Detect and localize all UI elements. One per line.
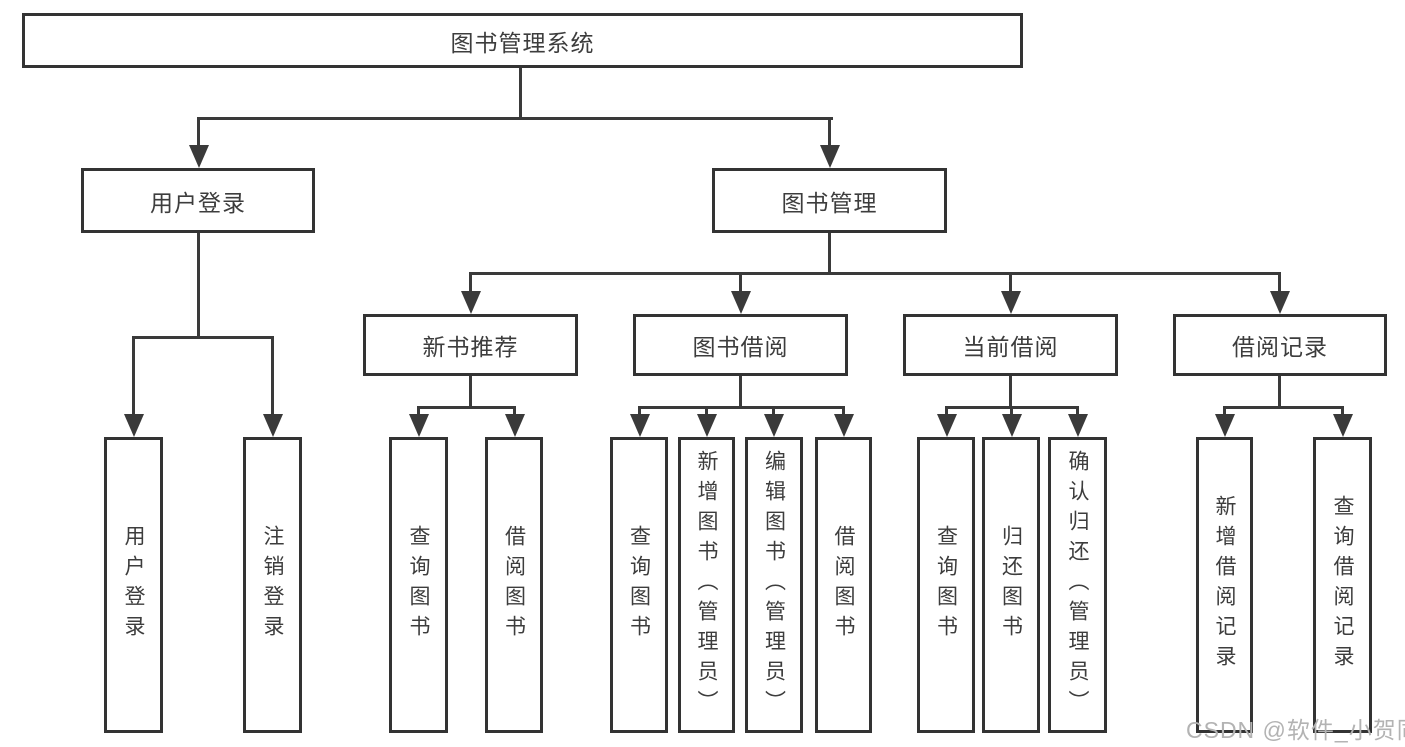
node-root: 图书管理系统 <box>22 13 1023 68</box>
node-book-borrow-label: 图书借阅 <box>692 334 789 360</box>
connector-line <box>417 406 516 409</box>
leaf-cb-confirm-return-label: 确认归还（管理员） <box>1066 450 1089 720</box>
connector-line <box>469 376 472 409</box>
arrow-down-icon <box>1002 414 1022 437</box>
arrow-down-icon <box>697 414 717 437</box>
connector-line <box>1341 406 1344 418</box>
leaf-nbr-borrow-book: 借阅图书 <box>485 437 543 733</box>
leaf-bb-add-book: 新增图书（管理员） <box>678 437 735 733</box>
arrow-down-icon <box>1215 414 1235 437</box>
connector-line <box>469 272 472 294</box>
connector-line <box>1009 376 1012 409</box>
leaf-bb-add-book-label: 新增图书（管理员） <box>695 450 718 720</box>
connector-line <box>828 117 831 149</box>
connector-line <box>132 336 135 416</box>
connector-line <box>197 117 200 149</box>
connector-line <box>469 272 1281 275</box>
node-user-login: 用户登录 <box>81 168 315 233</box>
leaf-bb-query-book: 查询图书 <box>610 437 668 733</box>
leaf-bb-edit-book: 编辑图书（管理员） <box>745 437 803 733</box>
connector-line <box>1223 406 1226 418</box>
node-book-management-label: 图书管理 <box>781 189 878 216</box>
arrow-down-icon <box>1270 291 1290 314</box>
leaf-br-query-record-label: 查询借阅记录 <box>1331 495 1354 675</box>
arrow-down-icon <box>263 414 283 437</box>
arrow-down-icon <box>189 145 209 168</box>
connector-line <box>1223 406 1344 409</box>
node-book-management: 图书管理 <box>712 168 947 233</box>
leaf-bb-edit-book-label: 编辑图书（管理员） <box>762 450 786 720</box>
node-new-book-recommend-label: 新书推荐 <box>422 334 519 360</box>
connector-line <box>197 233 200 339</box>
leaf-bb-query-book-label: 查询图书 <box>627 525 651 645</box>
leaf-logout: 注销登录 <box>243 437 302 733</box>
connector-line <box>271 336 274 416</box>
node-current-borrow-label: 当前借阅 <box>962 334 1059 360</box>
node-root-label: 图书管理系统 <box>450 29 595 56</box>
connector-line <box>945 406 948 418</box>
connector-line <box>705 406 708 418</box>
connector-line <box>1278 272 1281 294</box>
leaf-user-login: 用户登录 <box>104 437 163 733</box>
node-current-borrow: 当前借阅 <box>903 314 1118 376</box>
connector-line <box>1010 406 1013 418</box>
connector-line <box>1009 272 1012 294</box>
connector-line <box>132 336 274 339</box>
leaf-nbr-query-book-label: 查询图书 <box>407 525 430 645</box>
leaf-logout-label: 注销登录 <box>261 525 284 645</box>
connector-line <box>519 68 522 120</box>
connector-line <box>772 406 775 418</box>
arrow-down-icon <box>461 291 481 314</box>
connector-line <box>828 233 831 275</box>
arrow-down-icon <box>731 291 751 314</box>
arrow-down-icon <box>505 414 525 437</box>
leaf-user-login-label: 用户登录 <box>122 525 145 645</box>
arrow-down-icon <box>1001 291 1021 314</box>
connector-line <box>739 272 742 294</box>
arrow-down-icon <box>764 414 784 437</box>
connector-line <box>842 406 845 418</box>
leaf-cb-query-book-label: 查询图书 <box>934 525 958 645</box>
arrow-down-icon <box>820 145 840 168</box>
arrow-down-icon <box>937 414 957 437</box>
leaf-br-add-record-label: 新增借阅记录 <box>1213 495 1236 675</box>
leaf-nbr-borrow-book-label: 借阅图书 <box>502 525 526 645</box>
arrow-down-icon <box>630 414 650 437</box>
leaf-cb-confirm-return: 确认归还（管理员） <box>1048 437 1107 733</box>
arrow-down-icon <box>1068 414 1088 437</box>
csdn-watermark: CSDN @软件_小贺同学 <box>1186 717 1405 743</box>
connector-line <box>638 406 641 418</box>
connector-line <box>1076 406 1079 418</box>
connector-line <box>417 406 420 418</box>
node-borrow-record-label: 借阅记录 <box>1232 334 1328 360</box>
arrow-down-icon <box>409 414 429 437</box>
connector-line <box>197 117 833 120</box>
node-book-borrow: 图书借阅 <box>633 314 848 376</box>
node-borrow-record: 借阅记录 <box>1173 314 1387 376</box>
connector-line <box>513 406 516 418</box>
leaf-bb-borrow-book: 借阅图书 <box>815 437 872 733</box>
leaf-br-query-record: 查询借阅记录 <box>1313 437 1372 733</box>
arrow-down-icon <box>834 414 854 437</box>
arrow-down-icon <box>124 414 144 437</box>
leaf-cb-return-book: 归还图书 <box>982 437 1040 733</box>
node-user-login-label: 用户登录 <box>150 189 246 216</box>
arrow-down-icon <box>1333 414 1353 437</box>
leaf-cb-return-book-label: 归还图书 <box>999 525 1023 645</box>
connector-line <box>1278 376 1281 409</box>
connector-line <box>739 376 742 409</box>
leaf-nbr-query-book: 查询图书 <box>389 437 448 733</box>
node-new-book-recommend: 新书推荐 <box>363 314 578 376</box>
leaf-bb-borrow-book-label: 借阅图书 <box>832 525 855 645</box>
leaf-cb-query-book: 查询图书 <box>917 437 975 733</box>
connector-line <box>638 406 845 409</box>
leaf-br-add-record: 新增借阅记录 <box>1196 437 1253 733</box>
